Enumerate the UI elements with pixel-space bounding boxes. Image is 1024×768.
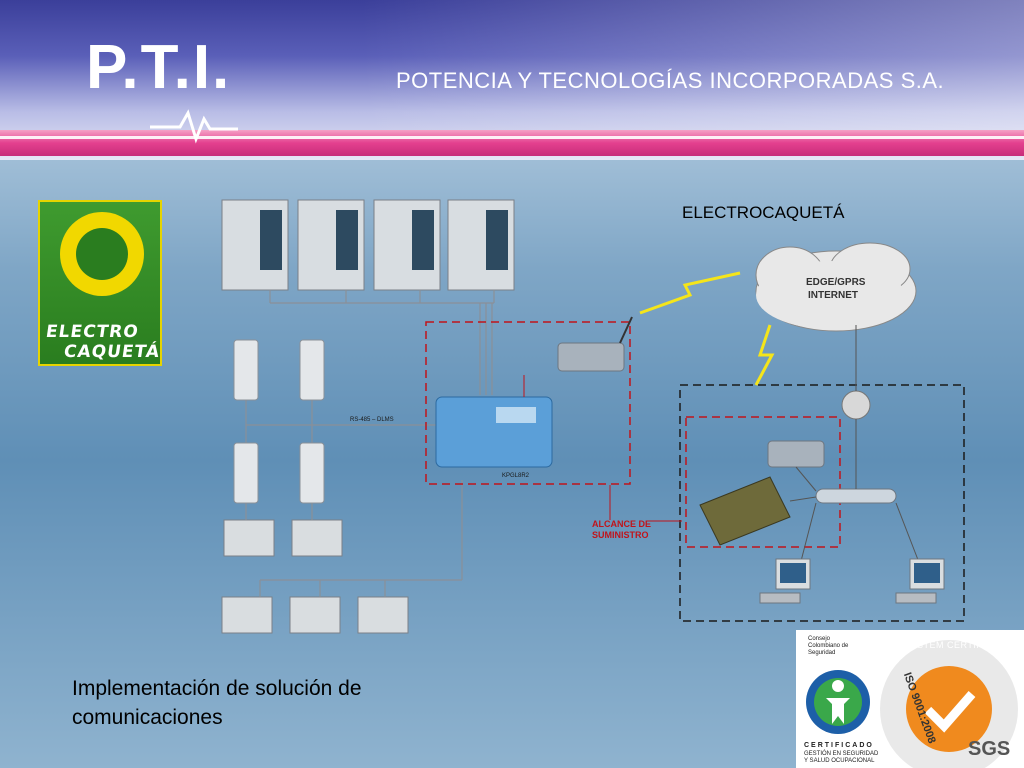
scope-label-1: ALCANCE DE [592,519,651,529]
pulse-icon [150,109,238,144]
header-accent-band [0,130,1024,156]
lan-bus [815,488,897,504]
internet-cloud [755,242,917,332]
slide-caption: Implementación de solución de comunicaci… [72,677,362,729]
brand-logo-text: P.T.I. [86,33,232,102]
wireless-link-left [639,271,741,315]
router [841,390,871,420]
communication-diagram: RS-485 – DLMS KPGL8R2 EDGE/GPRS INTERNET [221,199,965,634]
council-line-1: Consejo [808,636,831,642]
concentrator-label: KPGL8R2 [502,473,530,479]
sgs-logo-text: SGS [968,738,1011,760]
logo-word-1: ELECTRO [44,322,141,342]
electrocaqueta-logo: ELECTRO CAQUETÁ [38,200,162,366]
council-line-2: Colombiano de [808,643,849,649]
company-name: POTENCIA Y TECNOLOGÍAS INCORPORADAS S.A. [396,68,945,93]
cloud-label-1: EDGE/GPRS [806,277,866,288]
rs485-dlms-label: RS-485 – DLMS [350,417,394,423]
gprs-modem-left [557,342,625,372]
client-name: ELECTROCAQUETÁ [682,203,845,222]
scope-box-left [425,321,631,485]
logo-ring-inner [76,228,128,280]
meter-bus-lines [245,400,463,597]
check-icon [924,691,976,733]
council-line-3: Seguridad [808,650,836,656]
scope-label-2: SUMINISTRO [592,530,649,540]
gprs-modem-right [767,440,825,468]
cloud-label-2: INTERNET [808,290,858,301]
cert-title: CERTIFICADO [804,742,874,749]
sgs-check-badge [906,666,992,752]
logo-word-2: CAQUETÁ [62,342,162,362]
energy-meters [221,339,409,634]
safety-person-icon [806,670,870,734]
header-highlight [360,0,1024,130]
cert-line-1: GESTIÓN EN SEGURIDAD [804,751,879,757]
meter-cabinets [221,199,515,291]
cert-line-2: Y SALUD OCUPACIONAL [804,758,875,764]
server [699,476,791,546]
system-certification-text: SYSTEM CERTIFICATION [904,640,1022,650]
wireless-link-right [754,324,775,386]
cabinet-bus-lines [269,290,495,395]
concentrator-display [496,407,536,423]
header-accent-line [0,136,1024,139]
